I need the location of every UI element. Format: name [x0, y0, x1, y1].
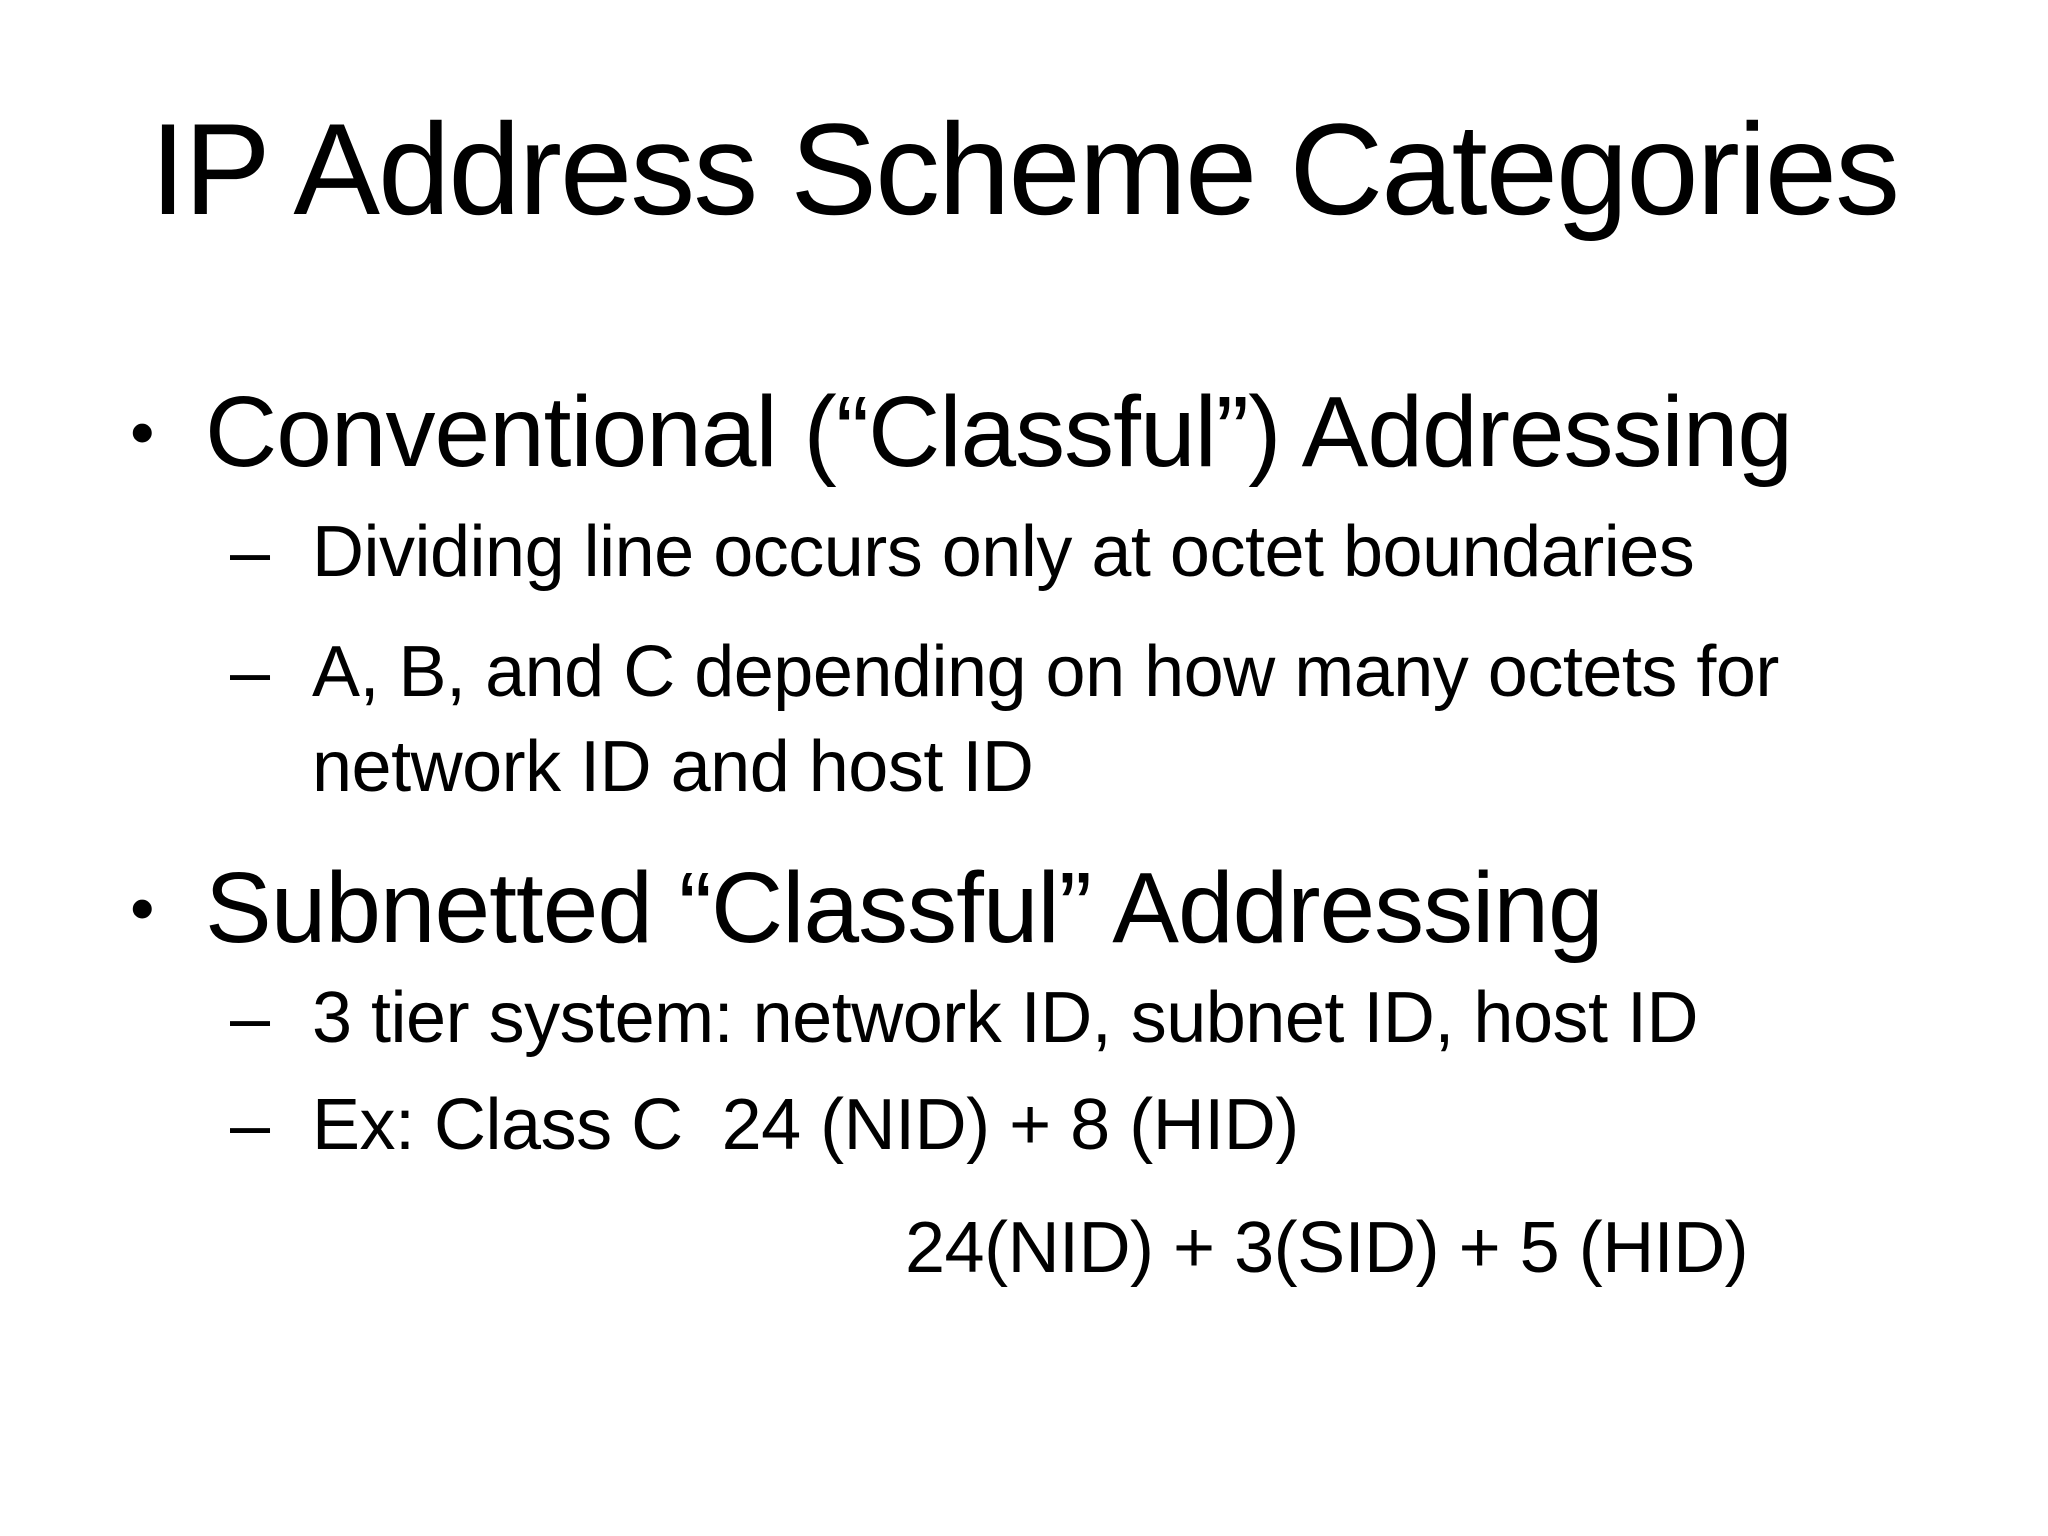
dash-icon: –	[230, 631, 270, 712]
bullet-item-conventional: • Conventional (“Classful”) Addressing	[0, 377, 2048, 487]
sub-bullet-text: A, B, and C depending on how many octets…	[312, 631, 1799, 807]
bullet-text: Conventional (“Classful”) Addressing	[205, 375, 1793, 488]
sub-bullet-3-tier: – 3 tier system: network ID, subnet ID, …	[0, 971, 2048, 1066]
sub-bullet-class-c-example: – Ex: Class C 24 (NID) + 8 (HID)	[0, 1078, 2048, 1173]
dash-icon: –	[230, 511, 270, 592]
slide-body: • Conventional (“Classful”) Addressing –…	[0, 377, 2048, 1296]
slide-title: IP Address Scheme Categories	[149, 96, 1900, 242]
bullet-item-subnetted: • Subnetted “Classful” Addressing	[0, 853, 2048, 963]
bullet-icon: •	[130, 868, 154, 947]
dash-icon: –	[230, 1084, 270, 1165]
bullet-text: Subnetted “Classful” Addressing	[205, 851, 1604, 964]
bullet-icon: •	[130, 392, 154, 471]
continuation-line: 24(NID) + 3(SID) + 5 (HID)	[905, 1207, 1749, 1288]
sub-bullet-text: 3 tier system: network ID, subnet ID, ho…	[312, 977, 1699, 1058]
sub-bullet-text: Ex: Class C 24 (NID) + 8 (HID)	[312, 1084, 1299, 1165]
dash-icon: –	[230, 977, 270, 1058]
sub-bullet-octet-boundaries: – Dividing line occurs only at octet bou…	[0, 505, 2048, 600]
sub-bullet-abc-octets: – A, B, and C depending on how many octe…	[0, 625, 2048, 815]
sub-bullet-text: Dividing line occurs only at octet bound…	[312, 511, 1695, 592]
